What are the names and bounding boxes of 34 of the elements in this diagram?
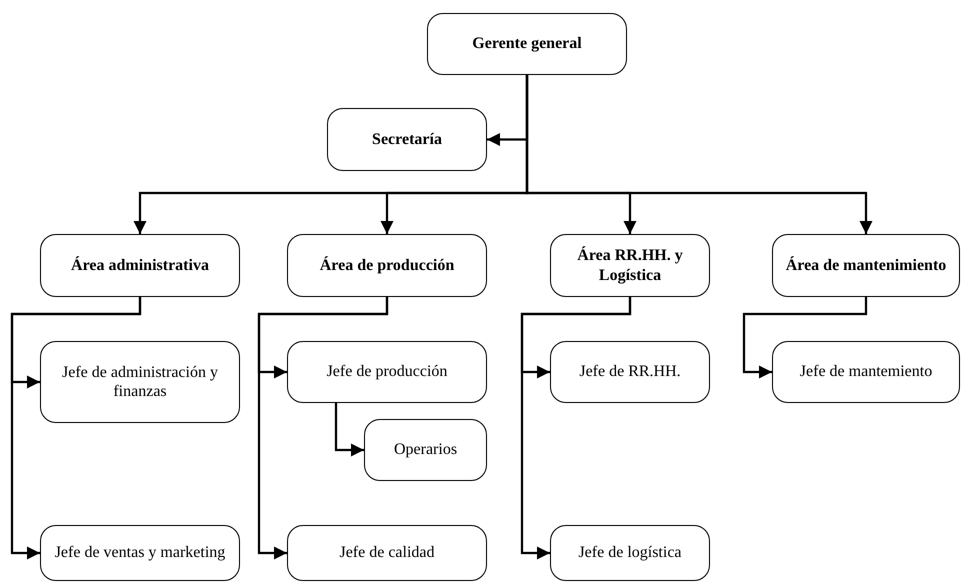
connector-arrow: [10, 297, 142, 560]
connector-arrow: [520, 297, 632, 560]
node-label: Gerente general: [472, 34, 582, 54]
node-label: Jefe de producción: [326, 362, 448, 382]
node-label: Jefe de ventas y marketing: [54, 543, 226, 563]
position-box: [287, 341, 487, 403]
department-box: [550, 234, 710, 297]
connector-arrow: [742, 297, 868, 379]
department-box: [427, 13, 627, 75]
position-box: [364, 419, 487, 481]
department-box: [772, 234, 960, 297]
node-label: Jefe de logística: [578, 543, 682, 563]
node-label: Jefe de calidad: [339, 543, 435, 563]
node-label: Área de producción: [320, 256, 454, 276]
node-label: Jefe de administración y finanzas: [61, 362, 219, 402]
connector-arrow: [258, 297, 388, 560]
connector-arrow: [334, 403, 364, 457]
position-box: [550, 525, 710, 581]
node-label: Jefe de RR.HH.: [579, 362, 681, 382]
position-box: [772, 341, 960, 403]
department-box: [40, 234, 240, 297]
connector-arrow: [526, 75, 873, 234]
node-label: Jefe de mantemiento: [800, 362, 932, 382]
position-box: [40, 525, 240, 581]
department-box: [327, 108, 487, 171]
node-label: Operarios: [394, 440, 458, 460]
node-label: Área RR.HH. y Logística: [576, 246, 684, 285]
node-label: Secretaría: [372, 130, 442, 150]
node-label: Área administrativa: [71, 256, 209, 276]
position-box: [287, 525, 487, 581]
node-label: Área de mantenimiento: [786, 256, 946, 276]
position-box: [40, 341, 240, 423]
department-box: [287, 234, 487, 297]
position-box: [550, 341, 710, 403]
